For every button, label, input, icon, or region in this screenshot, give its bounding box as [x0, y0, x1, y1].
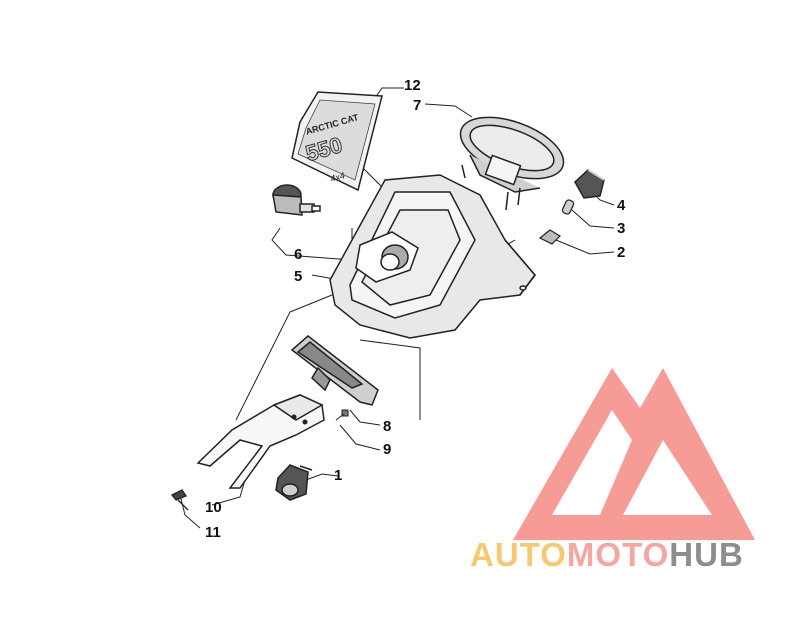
screw-8	[341, 409, 349, 417]
indicator-cap	[574, 169, 605, 199]
callout-4: 4	[617, 197, 626, 214]
callout-7: 7	[413, 97, 421, 114]
callout-12: 12	[404, 77, 421, 94]
leader-lines	[179, 87, 615, 529]
callout-9: 9	[383, 441, 391, 458]
callout-8: 8	[383, 418, 391, 435]
screw-11	[170, 489, 189, 511]
watermark-logo	[513, 368, 755, 540]
instrument-pod	[329, 174, 536, 339]
callout-10: 10	[205, 499, 222, 516]
ignition-switch	[275, 464, 313, 501]
indicator-bulb	[561, 199, 575, 215]
callout-2: 2	[617, 244, 625, 261]
speedometer-gauge	[459, 116, 565, 211]
bezel-bracket	[290, 335, 379, 406]
clip-9	[335, 413, 345, 421]
decal-subtext: 4x4	[329, 170, 346, 184]
callout-11: 11	[205, 524, 221, 541]
watermark-moto: MOTO	[566, 536, 670, 573]
callout-labels: 12 7 4 3 2 6 5 8 9 1 10 11	[205, 77, 626, 541]
mounting-bracket	[196, 394, 325, 489]
watermark-auto: AUTO	[470, 536, 567, 573]
switch-left	[272, 184, 321, 216]
callout-3: 3	[617, 220, 625, 237]
watermark-hub: HUB	[669, 536, 744, 573]
callout-1: 1	[334, 467, 342, 484]
callout-6: 6	[294, 246, 302, 263]
decal-panel: ARCTIC CAT 550 4x4	[291, 91, 383, 192]
callout-5: 5	[294, 268, 302, 285]
watermark-text: AUTOMOTOHUB	[470, 536, 744, 574]
grommet-washer	[538, 229, 561, 245]
